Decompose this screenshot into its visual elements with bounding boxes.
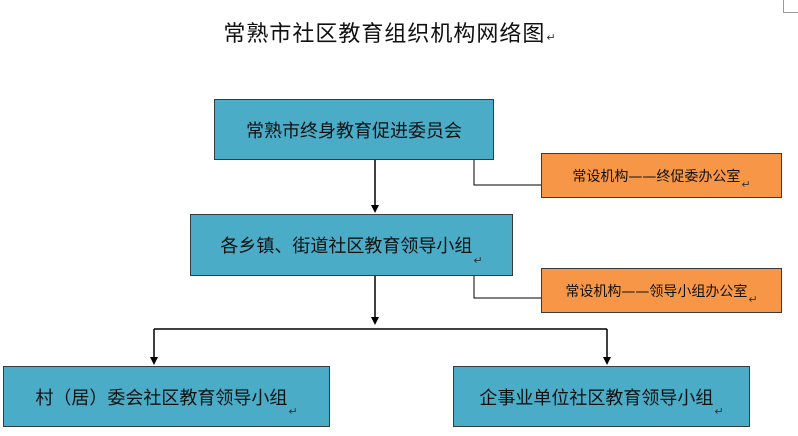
node-office-2: 常设机构——领导小组办公室↵ — [541, 268, 782, 313]
paragraph-mark-icon: ↵ — [714, 405, 724, 418]
paragraph-mark-icon: ↵ — [748, 293, 758, 306]
node-village-committee: 村（居）委会社区教育领导小组↵ — [3, 366, 330, 427]
paragraph-mark-icon: ↵ — [546, 31, 557, 44]
node-enterprise-units: 企事业单位社区教育领导小组↵ — [453, 366, 750, 427]
node-top-committee: 常熟市终身教育促进委员会 — [214, 99, 494, 160]
page-corner-mark — [783, 0, 798, 13]
paragraph-mark-icon: ↵ — [741, 178, 751, 191]
node-middle-groups-label: 各乡镇、街道社区教育领导小组 — [220, 236, 473, 257]
paragraph-mark-icon: ↵ — [288, 405, 298, 418]
paragraph-mark-icon: ↵ — [473, 254, 483, 267]
node-office-1: 常设机构——终促委办公室↵ — [541, 153, 782, 198]
node-enterprise-units-label: 企事业单位社区教育领导小组 — [479, 387, 714, 409]
node-middle-groups: 各乡镇、街道社区教育领导小组↵ — [190, 214, 513, 276]
title-text: 常熟市社区教育组织机构网络图 — [223, 22, 546, 47]
connector-top-to-office-1 — [473, 160, 541, 186]
page-title: 常熟市社区教育组织机构网络图↵ — [0, 16, 780, 48]
node-office-2-label: 常设机构——领导小组办公室 — [565, 283, 748, 300]
node-village-committee-label: 村（居）委会社区教育领导小组 — [35, 387, 288, 409]
node-top-committee-label: 常熟市终身教育促进委员会 — [246, 120, 462, 142]
connector-middle-to-office-2 — [473, 276, 541, 299]
node-office-1-label: 常设机构——终促委办公室 — [572, 168, 741, 185]
